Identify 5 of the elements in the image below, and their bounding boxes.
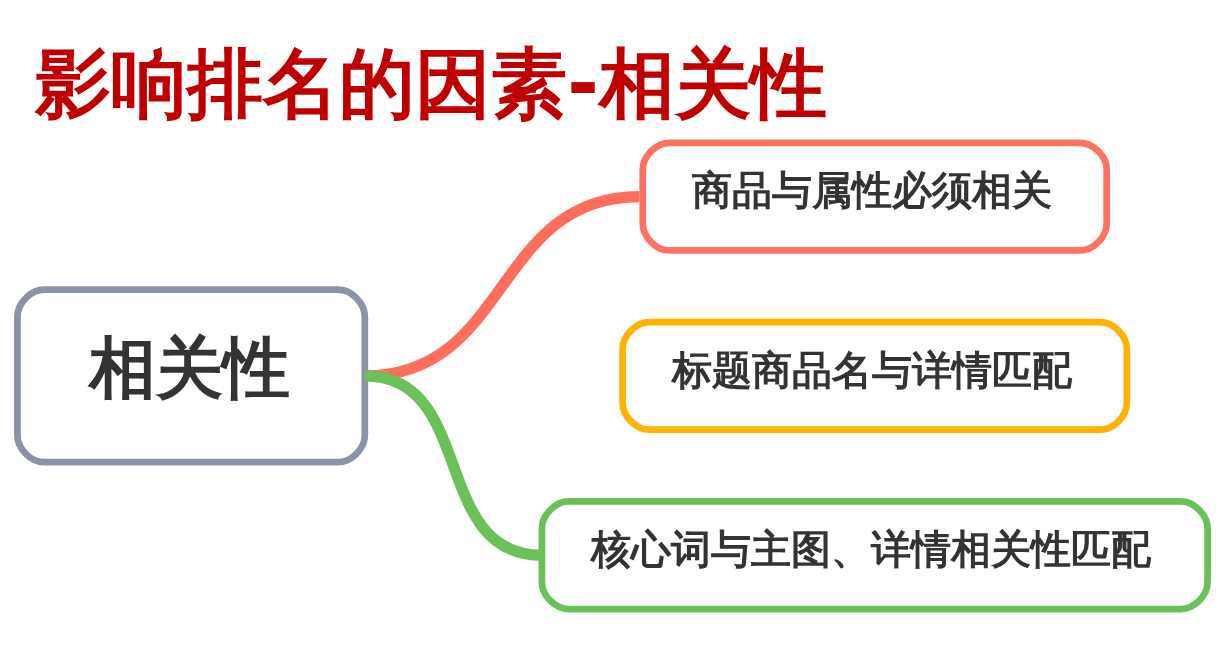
node-box: 相关性 <box>14 286 369 466</box>
diagram-title: 影响排名的因素-相关性 <box>35 38 827 128</box>
node-box: 标题商品名与详情匹配 <box>619 318 1131 434</box>
node-box: 核心词与主图、详情相关性匹配 <box>538 498 1211 613</box>
node-box: 商品与属性必须相关 <box>639 139 1111 254</box>
